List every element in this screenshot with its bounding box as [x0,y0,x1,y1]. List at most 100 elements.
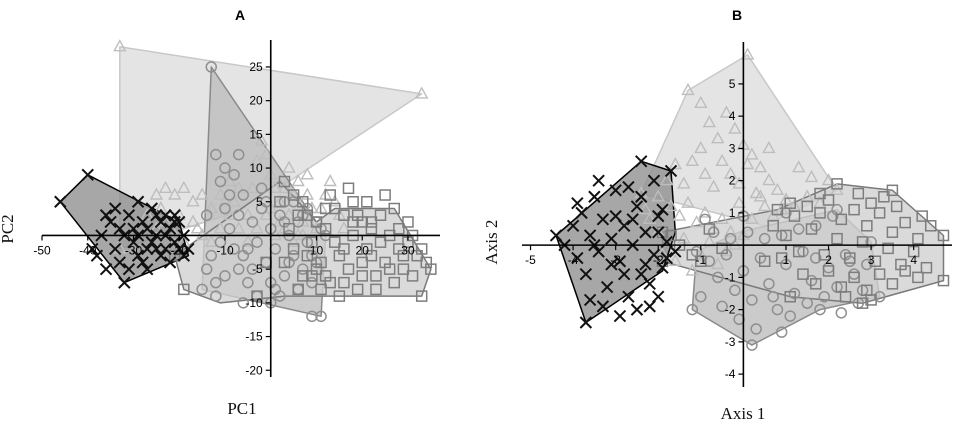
panel-b-point-cross [592,245,605,258]
panel-a-point-square [347,216,359,228]
panel-b-point-triangle [762,140,776,154]
panel-b-point-cross [630,200,644,213]
panel-b-point-cross [571,251,584,265]
panel-a-point-square [361,196,373,208]
panel-a-point-square [370,283,382,296]
panel-a-point-square [319,222,332,235]
panel-b-point-cross [609,184,622,197]
panel-b-point-cross [635,155,648,168]
panel-a-point-triangle [177,234,191,247]
panel-b-point-triangle [685,263,699,276]
panel-a-point-square [397,249,410,262]
panel-a-y-tick-label: -5 [252,262,263,276]
panel-b-point-square [912,271,924,284]
panel-b-hull-square [661,183,945,304]
panel-a-point-circle [306,310,318,323]
panel-a-y-axis-title: PC2 [0,214,17,243]
panel-b-point-circle [695,290,707,303]
panel-b-point-triangle [681,195,695,208]
panel-b-point-cross [566,219,580,232]
panel-a-point-triangle [250,153,264,167]
panel-a-point-circle [315,310,327,323]
panel-a-point-cross [136,215,149,229]
panel-b-point-cross [609,209,622,223]
panel-b-point-triangle [651,189,665,202]
panel-b-point-triangle [681,82,695,96]
panel-b-point-triangle [702,115,716,128]
panel-b-point-cross [639,226,652,239]
panel-a-point-square [338,243,350,255]
panel-a-point-triangle [222,174,237,187]
panel-b-point-cross [656,261,669,274]
panel-b-point-square [886,278,899,290]
panel-a-point-circle [232,148,245,161]
panel-b-point-square [856,297,869,309]
panel-b-point-triangle [753,160,768,173]
panel-b-point-square [886,226,899,238]
panel-a-point-square [388,276,401,289]
panel-b-point-cross [635,190,648,203]
panel-a-point-triangle [213,187,228,200]
panel-b-y-tick-label: 5 [729,77,736,91]
panel-b-point-triangle [732,176,746,189]
panel-b-point-square [797,268,809,280]
panel-b-point-triangle [745,147,759,160]
panel-b-y-tick-label: -1 [725,270,736,284]
panel-b-point-cross [660,251,673,265]
panel-a-point-triangle [113,39,127,52]
panel-b-point-square [656,255,669,268]
panel-a-point-cross [154,215,168,229]
panel-b-point-square [873,207,886,219]
panel-b-letter: B [732,7,742,23]
panel-a-point-square [287,243,300,255]
panel-b-x-tick-label: 3 [868,253,875,267]
panel-a-point-square [319,270,332,282]
panel-b-point-cross [600,280,614,294]
panel-b-point-circle [750,323,762,335]
panel-a-point-cross [122,209,136,222]
panel-a-point-triangle [158,180,173,194]
panel-b-point-square [937,229,950,242]
panel-a-point-square [374,236,387,248]
panel-b-point-triangle [698,205,712,218]
panel-a-point-cross [108,202,122,215]
panel-b-y-tick-label: 1 [729,206,736,220]
panel-a-point-square [283,222,295,235]
panel-b-point-circle [746,294,758,306]
panel-a-y-tick-label: 25 [249,60,263,74]
panel-a-point-triangle [259,147,273,160]
panel-a-point-circle [210,276,222,289]
panel-a-x-axis-title: PC1 [227,399,256,418]
panel-a-point-square [374,209,387,221]
panel-b-point-circle [873,290,886,303]
panel-b-point-cross [575,206,588,220]
panel-a-point-cross [90,249,104,262]
panel-b-point-triangle [740,47,755,60]
panel-a-point-triangle [186,214,200,227]
panel-a-point-cross [127,235,140,249]
panel-a-point-cross [145,202,159,215]
panel-a-point-triangle [291,228,305,241]
panel-b-point-triangle [689,215,704,228]
panel-b-point-cross [613,255,627,268]
panel-a-point-cross [177,249,191,262]
panel-b-point-circle [814,303,826,316]
panel-a-y-tick-label: -20 [245,363,263,377]
panel-b-point-cross [596,300,610,313]
panel-b-point-circle [775,326,788,338]
panel-b-point-cross [669,245,682,258]
panel-a-point-circle [232,263,245,275]
panel-b-point-cross [583,293,597,307]
panel-b-y-tick-label: -3 [725,335,736,349]
panel-a-point-triangle [245,180,260,194]
panel-a-point-triangle [195,228,209,241]
panel-b-point-square [912,232,924,245]
panel-a-point-square [274,196,286,208]
panel-b-point-circle [716,300,728,313]
panel-a-point-circle [228,169,240,181]
panel-b-x-tick-label: -5 [525,253,536,267]
panel-b-point-triangle [715,153,729,167]
panel-b-point-triangle [723,224,738,237]
panel-b-point-triangle [758,198,772,212]
panel-a-point-triangle [415,86,429,99]
